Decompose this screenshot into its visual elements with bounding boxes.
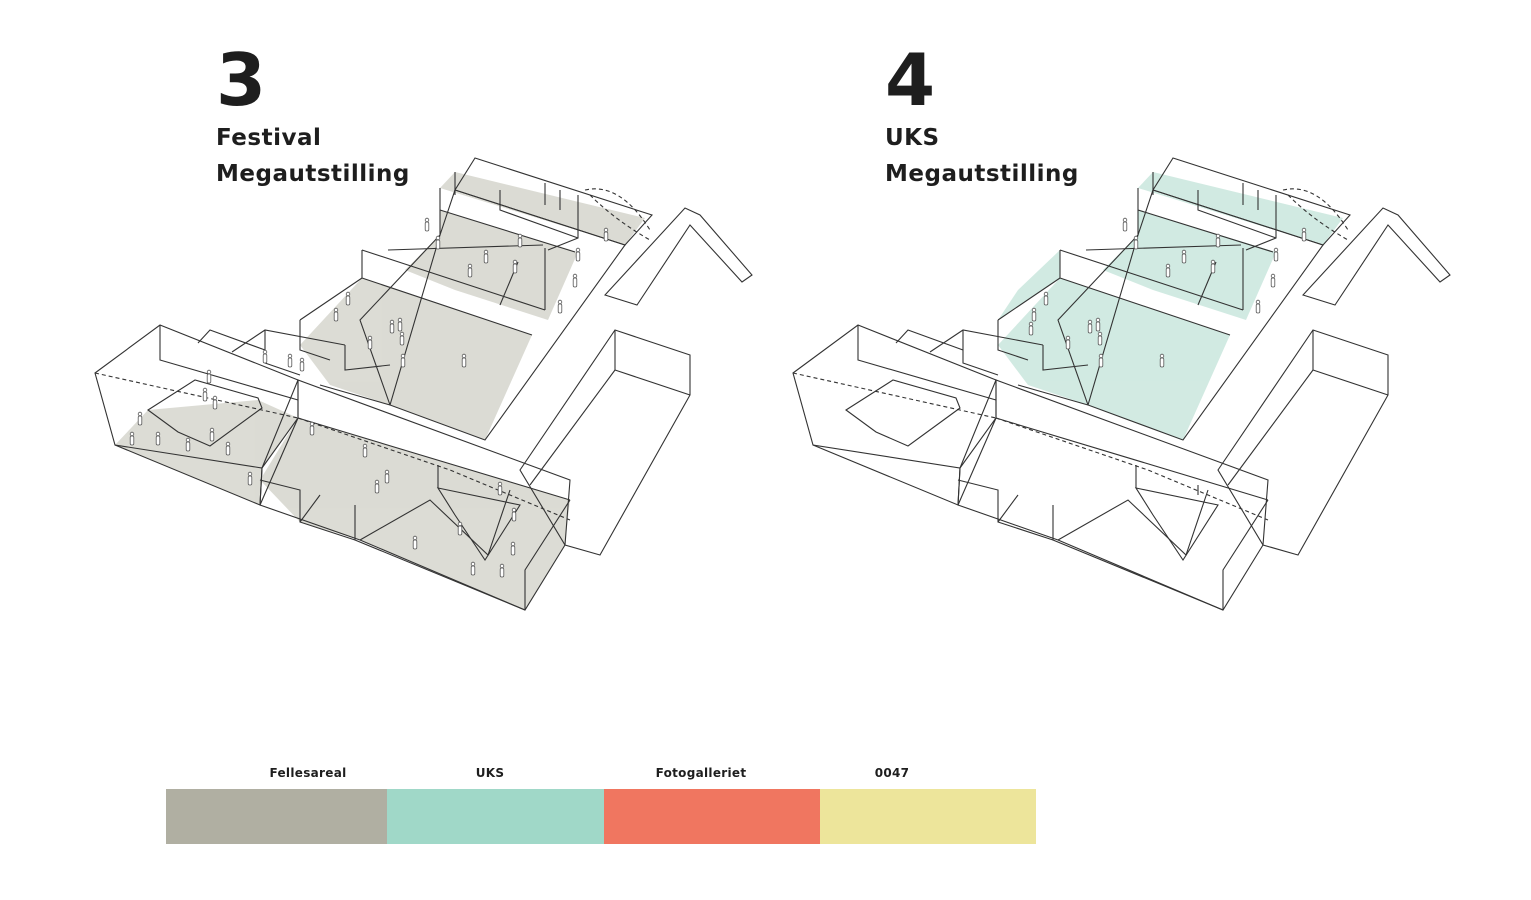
person-figure xyxy=(497,481,503,496)
person-figure xyxy=(512,259,518,274)
person-figure xyxy=(1087,319,1093,334)
person-figure xyxy=(511,507,517,522)
person-figure xyxy=(137,411,143,426)
person-figure xyxy=(1301,227,1307,242)
person-figure xyxy=(374,479,380,494)
panel-4-title-line2: Megautstilling xyxy=(885,161,1079,187)
person-figure xyxy=(367,335,373,350)
person-figure xyxy=(467,263,473,278)
panel-3-heading: 3 Festival Megautstilling xyxy=(216,40,410,192)
panel-3-fill-upper-rooms xyxy=(405,210,578,320)
person-figure xyxy=(384,469,390,484)
person-figure xyxy=(483,249,489,264)
person-figure xyxy=(397,317,403,332)
person-figure xyxy=(457,521,463,536)
panel-3-fill-hall xyxy=(300,278,532,440)
person-figure xyxy=(572,273,578,288)
person-figure xyxy=(1043,291,1049,306)
person-figure xyxy=(575,247,581,262)
person-figure xyxy=(287,353,293,368)
person-figure xyxy=(1181,249,1187,264)
person-figure xyxy=(461,353,467,368)
panel-3-people xyxy=(129,217,609,578)
person-figure xyxy=(1122,217,1128,232)
panel-4-fill-upper-rooms xyxy=(1103,210,1276,320)
person-figure xyxy=(155,431,161,446)
person-figure xyxy=(603,227,609,242)
person-figure xyxy=(1098,353,1104,368)
person-figure xyxy=(129,431,135,446)
person-figure xyxy=(1031,307,1037,322)
person-figure xyxy=(557,299,563,314)
person-figure xyxy=(1273,247,1279,262)
panel-4-title-line1: UKS xyxy=(885,125,940,151)
panel-3-title-line1: Festival xyxy=(216,125,322,151)
legend-swatch-0047 xyxy=(820,789,1036,844)
person-figure xyxy=(1065,335,1071,350)
person-figure xyxy=(333,307,339,322)
person-figure xyxy=(424,217,430,232)
person-figure xyxy=(1270,273,1276,288)
person-figure xyxy=(389,319,395,334)
person-figure xyxy=(262,349,268,364)
person-figure xyxy=(510,541,516,556)
person-figure xyxy=(247,471,253,486)
panel-4-fill-top xyxy=(1138,172,1343,245)
panel-3-fill-lower xyxy=(260,418,570,610)
person-figure xyxy=(202,387,208,402)
panel-4-fills xyxy=(998,172,1343,440)
panel-3-number: 3 xyxy=(216,38,266,122)
panel-4-heading: 4 UKS Megautstilling xyxy=(885,40,1079,192)
legend-label-0047: 0047 xyxy=(874,766,910,780)
person-figure xyxy=(1028,321,1034,336)
person-figure xyxy=(1165,263,1171,278)
legend-label-fellesareal: Fellesareal xyxy=(269,766,347,780)
legend-swatch-fellesareal xyxy=(166,789,387,844)
person-figure xyxy=(1255,299,1261,314)
panel-3-fill-top xyxy=(440,172,645,245)
person-figure xyxy=(206,369,212,384)
person-figure xyxy=(1097,331,1103,346)
person-figure xyxy=(1210,259,1216,274)
person-figure xyxy=(225,441,231,456)
person-figure xyxy=(212,395,218,410)
person-figure xyxy=(399,331,405,346)
person-figure xyxy=(400,353,406,368)
person-figure xyxy=(470,561,476,576)
person-figure xyxy=(345,291,351,306)
person-figure xyxy=(299,357,305,372)
legend-swatch-uks xyxy=(387,789,604,844)
person-figure xyxy=(517,233,523,248)
panel-4-fill-hall xyxy=(998,278,1230,440)
panel-4-number: 4 xyxy=(885,38,935,122)
panel-3-fills xyxy=(115,172,645,610)
legend-label-fotogalleriet: Fotogalleriet xyxy=(655,766,747,780)
person-figure xyxy=(362,443,368,458)
person-figure xyxy=(209,427,215,442)
legend-swatch-fotogalleriet xyxy=(604,789,820,844)
person-figure xyxy=(1095,317,1101,332)
panel-4-fill-link xyxy=(998,250,1060,320)
person-figure xyxy=(499,563,505,578)
person-figure xyxy=(435,235,441,250)
person-figure xyxy=(1133,235,1139,250)
person-figure xyxy=(185,437,191,452)
person-figure xyxy=(309,421,315,436)
panel-4-people xyxy=(1028,217,1307,368)
person-figure xyxy=(412,535,418,550)
person-figure xyxy=(1215,233,1221,248)
panel-3-title-line2: Megautstilling xyxy=(216,161,410,187)
person-figure xyxy=(1159,353,1165,368)
legend-label-uks: UKS xyxy=(475,766,505,780)
panel-3-fill-left xyxy=(115,400,298,505)
